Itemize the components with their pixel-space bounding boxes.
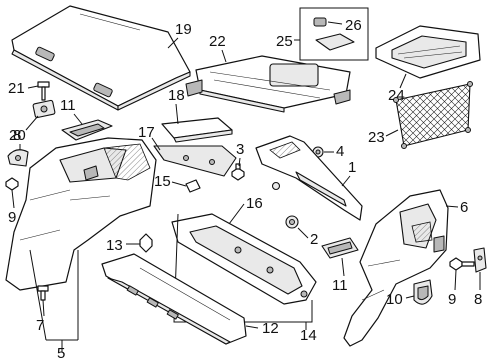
callout-19: 19 [175,21,192,38]
hook-left [7,149,29,167]
callout-8-right: 8 [474,291,482,308]
callout-10: 10 [386,291,403,308]
callout-2: 2 [310,231,318,248]
clip-13 [139,233,153,253]
callout-12: 12 [262,320,279,337]
callout-22: 22 [209,33,226,50]
callout-23: 23 [368,129,385,146]
quarter-trim-right [343,189,449,347]
fastener-7 [37,285,49,301]
callout-6: 6 [460,199,468,216]
callout-8-left: 8 [13,127,21,144]
bolt-right [449,257,475,271]
callout-3: 3 [236,141,244,158]
callout-18: 18 [168,87,185,104]
cargo-net-23 [393,81,473,149]
rear-panel-14 [171,213,317,305]
callout-9-right: 9 [448,291,456,308]
pocket-handle-left [61,119,113,141]
callout-5: 5 [57,345,65,360]
callout-21: 21 [8,80,25,97]
callout-7: 7 [36,317,44,334]
callout-26: 26 [345,17,362,34]
load-floor-panel [11,5,191,111]
callout-15: 15 [154,173,171,190]
pad-20 [32,99,56,119]
screw-3 [231,163,245,181]
upper-trim-1 [255,135,363,221]
lamp-inset-box [299,7,369,61]
cargo-tray-24 [375,25,481,79]
callout-25: 25 [276,33,293,50]
callout-16: 16 [246,195,263,212]
callout-11-left: 11 [60,97,76,114]
callout-13: 13 [106,237,123,254]
clip-15 [185,179,201,193]
hook-right [473,247,487,273]
callout-4: 4 [336,143,344,160]
knob-2 [285,215,299,229]
callout-9-left: 9 [8,209,16,226]
callout-14: 14 [300,327,317,344]
callout-20: 20 [9,127,26,144]
callout-11-right: 11 [332,277,348,294]
trim-strip-17 [153,145,237,177]
pocket-handle-right [321,237,359,259]
sill-panel-12 [101,253,247,345]
cargo-cover-22 [185,55,351,113]
quarter-trim-left [5,137,157,291]
handle-10 [413,279,433,305]
shelf-panel-18 [161,117,233,143]
callout-17: 17 [138,124,155,141]
bolt-left [5,177,19,191]
callout-1: 1 [348,159,356,176]
screw-21 [37,81,50,101]
